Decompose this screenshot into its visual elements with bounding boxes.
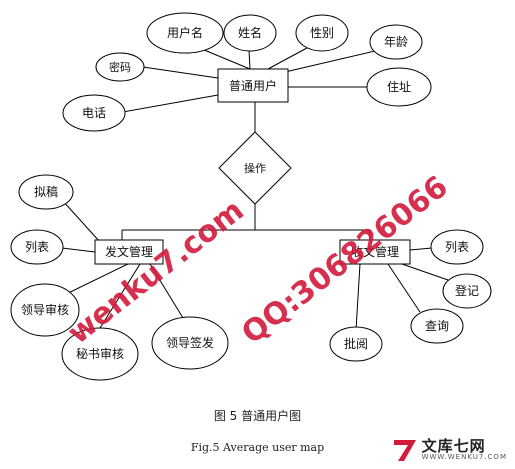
label-address: 住址 — [387, 80, 411, 94]
attr-receive-list — [430, 229, 484, 265]
attr-leader-sign — [151, 316, 229, 370]
label-query: 查询 — [425, 319, 449, 333]
label-leader-review: 领导审核 — [21, 302, 69, 317]
attr-gender — [295, 14, 349, 52]
attr-draft — [18, 174, 74, 210]
svg-text:收文管理: 收文管理 — [351, 244, 399, 259]
logo-url: WWW.WENKU7.COM — [421, 453, 507, 461]
attr-secretary-review — [61, 327, 139, 381]
label-leader-sign: 领导签发 — [166, 335, 214, 350]
label-review: 批阅 — [344, 336, 368, 351]
logo-name: 文库七网 — [421, 437, 486, 455]
label-register: 登记 — [455, 283, 479, 298]
figure-caption-english: Fig.5 Average user map — [190, 441, 325, 454]
svg-text:发文管理: 发文管理 — [105, 244, 153, 259]
attr-password — [95, 52, 145, 82]
label-draft: 拟稿 — [34, 184, 58, 199]
attr-register — [442, 273, 492, 309]
attr-query — [410, 308, 464, 344]
label-name: 姓名 — [238, 25, 262, 40]
attr-phone — [62, 94, 126, 132]
label-receive-list: 列表 — [445, 240, 469, 254]
site-logo: 文库七网 WWW.WENKU7.COM — [392, 436, 507, 464]
label-send-list: 列表 — [25, 240, 49, 254]
logo-seven-icon — [393, 440, 416, 461]
attr-leader-review — [10, 283, 80, 337]
label-gender: 性别 — [310, 26, 334, 40]
label-password: 密码 — [109, 60, 131, 74]
attr-review — [329, 326, 383, 362]
relationship-operate: 操作 — [218, 131, 292, 205]
figure-caption-chinese: 图 5 普通用户图 — [213, 409, 302, 423]
attr-send-list — [10, 229, 64, 265]
entity-send-doc: 发文管理 — [94, 239, 164, 265]
label-age: 年龄 — [384, 35, 408, 49]
svg-text:操作: 操作 — [244, 161, 266, 175]
attr-name — [223, 14, 277, 52]
attr-address — [366, 67, 432, 107]
label-phone: 电话 — [82, 106, 106, 120]
svg-text:普通用户: 普通用户 — [229, 78, 277, 93]
attr-username — [146, 12, 224, 54]
label-username: 用户名 — [167, 25, 203, 40]
entity-user: 普通用户 — [217, 68, 289, 103]
attr-age — [369, 24, 423, 60]
label-secretary-review: 秘书审核 — [76, 346, 124, 361]
watermark-site: wenku7.com — [61, 193, 250, 352]
entity-receive-doc: 收文管理 — [339, 239, 411, 265]
